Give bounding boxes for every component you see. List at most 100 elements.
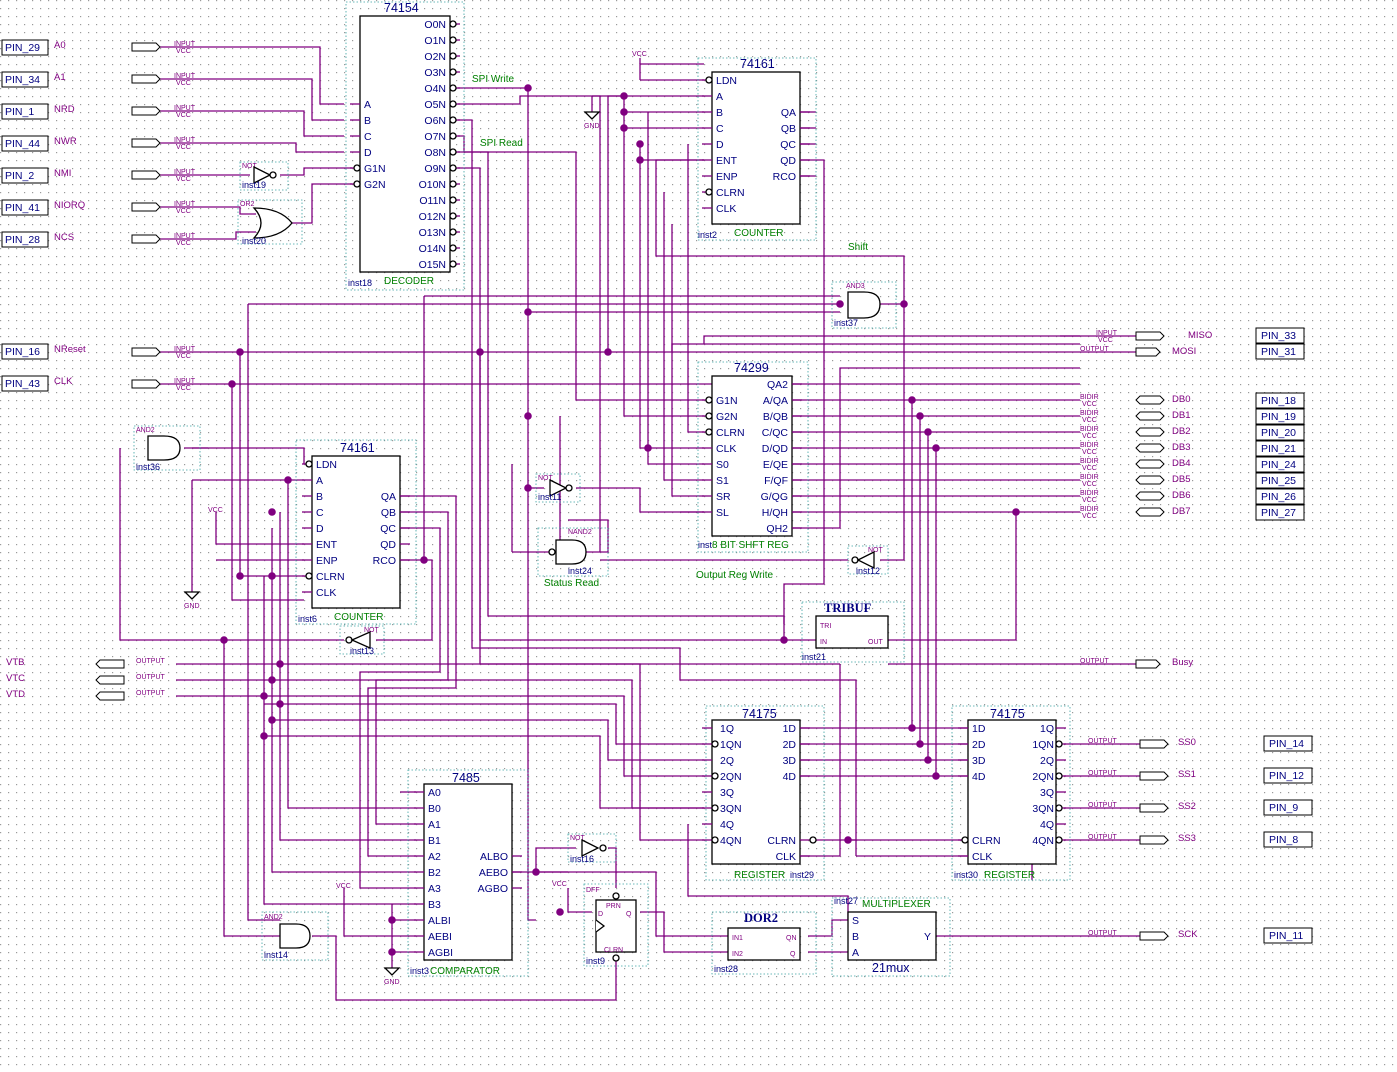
input-pins: PIN_29 PIN_34 PIN_1 PIN_44 PIN_2 PIN_41 … (1, 39, 196, 392)
svg-text:PIN_9: PIN_9 (1269, 802, 1298, 814)
signal-db2: DB2 (1172, 426, 1190, 437)
svg-text:Y: Y (924, 931, 931, 943)
port-3qn: 3QN (1032, 803, 1054, 815)
pin-box-25[interactable]: PIN_25 (1255, 472, 1305, 489)
svg-text:PIN_27: PIN_27 (1261, 507, 1296, 519)
svg-text:inst9: inst9 (586, 956, 605, 966)
svg-text:TRIBUF: TRIBUF (824, 601, 872, 615)
pin-box-11[interactable]: PIN_11 (1263, 927, 1313, 944)
pin-box-28[interactable]: PIN_28 (1, 231, 49, 248)
pin-box-34[interactable]: PIN_34 (1, 71, 49, 88)
not-gate-inst13[interactable]: NOT inst13 (339, 625, 385, 656)
port-1d: 1D (972, 723, 986, 735)
svg-text:inst13: inst13 (350, 646, 374, 656)
pin-box-21[interactable]: PIN_21 (1255, 440, 1305, 457)
pin-box-19[interactable]: PIN_19 (1255, 408, 1305, 425)
pin-box-29[interactable]: PIN_29 (1, 39, 49, 56)
svg-text:GND: GND (584, 123, 600, 130)
comparator-7485[interactable]: 7485 A0B0A1B1A2B2A3B3ALBIAEBIAGBIALBOAEB… (407, 769, 529, 977)
pin-box-44[interactable]: PIN_44 (1, 135, 49, 152)
svg-text:inst37: inst37 (834, 318, 858, 328)
port-o15n: O15N (419, 259, 446, 271)
and2-gate-inst14[interactable]: AND2 inst14 (261, 911, 329, 961)
pin-box-41[interactable]: PIN_41 (1, 199, 49, 216)
multiplexer-inst27[interactable]: inst27 MULTIPLEXER S B A Y 21mux (831, 896, 951, 977)
port-b: B (716, 107, 723, 119)
or-gate-inst20[interactable]: OR2 inst20 (237, 199, 303, 246)
signal-a1: A1 (54, 72, 66, 83)
svg-text:AND2: AND2 (136, 427, 155, 434)
pin-box-1[interactable]: PIN_1 (1, 103, 49, 120)
register-74175-inst29[interactable]: 74175 1Q1QN2Q2QN3Q3QN4Q4QN1D2D3D4DCLRNCL… (702, 705, 825, 881)
svg-text:INPUT: INPUT (174, 105, 196, 112)
svg-text:PIN_20: PIN_20 (1261, 427, 1296, 439)
pin-box-31[interactable]: PIN_31 (1255, 343, 1305, 360)
svg-text:PIN_33: PIN_33 (1261, 330, 1296, 342)
svg-text:8 BIT SHFT REG: 8 BIT SHFT REG (712, 540, 789, 551)
svg-text:DFF: DFF (586, 887, 600, 894)
decoder-inst: inst18 (348, 278, 372, 288)
nand2-gate-inst24[interactable]: NAND2 inst24 (537, 527, 609, 577)
pin-box-24[interactable]: PIN_24 (1255, 456, 1305, 473)
tribuf-inst21[interactable]: TRIBUF TRI IN OUT inst21 (801, 601, 905, 663)
register-74175-inst30[interactable]: 74175 1D2D3D4DCLRNCLK1Q1QN2Q2QN3Q3QN4Q4Q… (951, 705, 1071, 881)
signal-db5: DB5 (1172, 474, 1190, 485)
dor2-inst28[interactable]: DOR2 IN1 IN2 QN Q inst28 (711, 911, 817, 975)
svg-text:PIN_2: PIN_2 (5, 170, 34, 182)
signal-busy: Busy (1172, 657, 1193, 668)
svg-text:VCC: VCC (1082, 513, 1097, 520)
pin-box-43[interactable]: PIN_43 (1, 375, 49, 392)
label-output-reg-write: Output Reg Write (696, 570, 774, 581)
svg-text:NOT: NOT (242, 163, 258, 170)
svg-text:VCC: VCC (176, 112, 191, 119)
pin-box-12[interactable]: PIN_12 (1263, 767, 1313, 784)
port-b0: B0 (428, 803, 441, 815)
port-3qn: 3QN (720, 803, 742, 815)
not-gate-inst19[interactable]: NOT inst19 (239, 161, 289, 191)
svg-text:IN: IN (820, 639, 827, 646)
svg-text:OUT: OUT (868, 639, 884, 646)
svg-text:INPUT: INPUT (174, 378, 196, 385)
svg-text:D: D (598, 911, 603, 918)
svg-text:PIN_28: PIN_28 (5, 234, 40, 246)
svg-text:VCC: VCC (1082, 497, 1097, 504)
dff-inst9[interactable]: DFF VCC PRN D Q CLRN inst9 (552, 881, 649, 967)
not-gate-inst11[interactable]: NOT inst11 (535, 473, 581, 503)
svg-text:PIN_14: PIN_14 (1269, 738, 1304, 750)
pin-box-18[interactable]: PIN_18 (1255, 392, 1305, 409)
pin-box-9[interactable]: PIN_9 (1263, 799, 1313, 816)
svg-text:PIN_16: PIN_16 (5, 346, 40, 358)
signal-db4: DB4 (1172, 458, 1190, 469)
port-a1: A1 (428, 819, 441, 831)
port-4qn: 4QN (1032, 835, 1054, 847)
junction-layer (220, 84, 1020, 956)
svg-text:PIN_29: PIN_29 (5, 42, 40, 54)
decoder-74154[interactable]: 74154 ABCDG1NG2NO0NO1NO2NO3NO4NO5NO6NO7N… (345, 1, 465, 291)
wire-layer (119, 46, 1140, 1001)
shift-register-74299[interactable]: 74299 G1NG2NCLRNCLKS0S1SRSLQA2A/QAB/QBC/… (697, 361, 809, 553)
port-o0n: O0N (424, 19, 446, 31)
and3-gate-inst37[interactable]: AND3 inst37 (831, 281, 897, 329)
pin-box-16[interactable]: PIN_16 (1, 343, 49, 360)
pin-box-27[interactable]: PIN_27 (1255, 504, 1305, 521)
svg-text:inst24: inst24 (568, 566, 592, 576)
svg-text:NOT: NOT (570, 835, 586, 842)
pin-box-2[interactable]: PIN_2 (1, 167, 49, 184)
port-c: C (716, 123, 724, 135)
svg-text:NOT: NOT (364, 627, 380, 634)
signal-clk: CLK (54, 376, 73, 387)
pin-box-33[interactable]: PIN_33 (1255, 327, 1305, 344)
pin-box-14[interactable]: PIN_14 (1263, 735, 1313, 752)
signal-ss3: SS3 (1178, 833, 1196, 844)
not-gate-inst12[interactable]: NOT inst12 (847, 545, 889, 576)
svg-text:7485: 7485 (452, 771, 480, 785)
pin-box-26[interactable]: PIN_26 (1255, 488, 1305, 505)
pin-box-20[interactable]: PIN_20 (1255, 424, 1305, 441)
not-gate-inst16[interactable]: NOT inst16 (567, 833, 617, 864)
port-2d: 2D (972, 739, 986, 751)
pin-box-8[interactable]: PIN_8 (1263, 831, 1313, 848)
and2-gate-inst36[interactable]: AND2 inst36 (133, 425, 201, 472)
